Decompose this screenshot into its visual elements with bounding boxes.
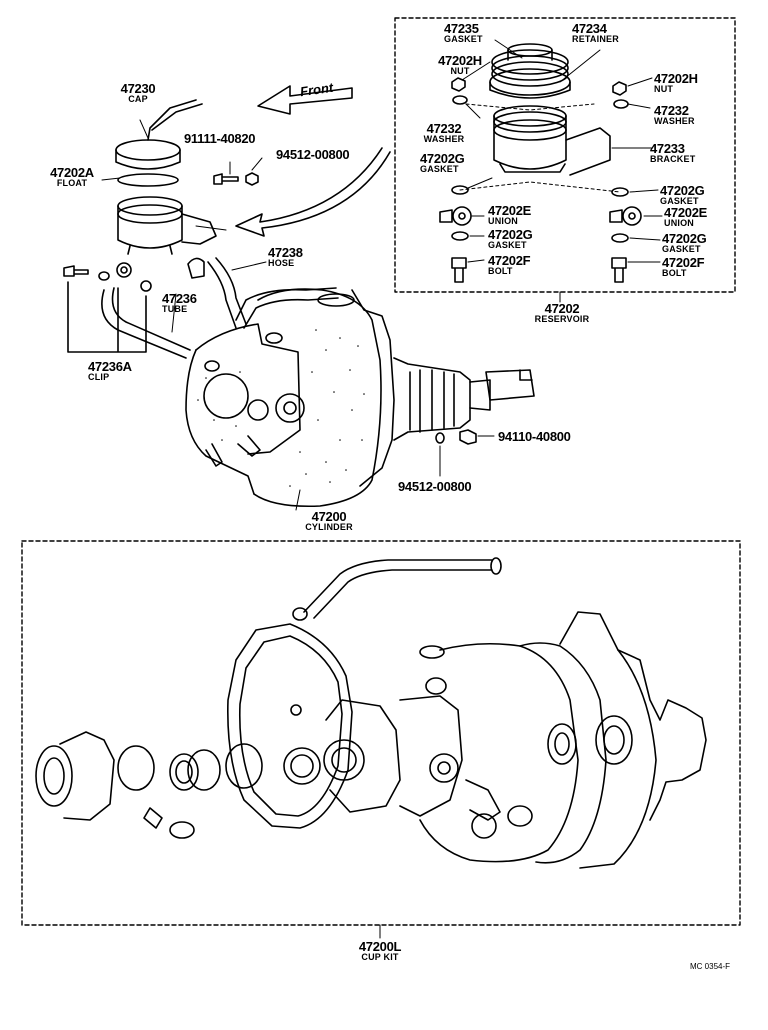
part-name: WASHER (423, 134, 465, 144)
part-name: TUBE (162, 304, 188, 314)
callout-47200: 47200 CYLINDER (296, 510, 362, 532)
part-number: 47202H (438, 53, 482, 68)
part-name: GASKET (444, 34, 483, 44)
front-arrow (257, 85, 353, 115)
part-number: 47202 (544, 301, 580, 316)
callout-47202G-right-1: 47202G GASKET (660, 183, 705, 206)
part-name: GASKET (488, 240, 527, 250)
part-number: 47235 (444, 21, 479, 36)
callout-47202G-left-2: 47202G GASKET (488, 227, 533, 250)
part-number: 47200L (358, 939, 402, 954)
callout-91111-40820: 91111-40820 (184, 131, 256, 146)
part-number: 47202G (420, 151, 465, 166)
callout-47232-left: 47232 WASHER (420, 122, 468, 144)
part-number: 47202E (664, 205, 708, 220)
part-name: WASHER (654, 116, 695, 126)
clips-tube (63, 257, 205, 359)
part-name: RETAINER (572, 34, 619, 44)
callout-47202E-left: 47202E UNION (488, 204, 531, 226)
callout-47232-right: 47232 WASHER (654, 104, 695, 126)
part-name: GASKET (662, 244, 701, 254)
part-number: 47238 (268, 245, 303, 260)
part-name: CYLINDER (305, 522, 353, 532)
part-number: 47236A (88, 359, 132, 374)
part-name: UNION (488, 216, 518, 226)
part-number: 47236 (162, 291, 197, 306)
part-number: 47202E (488, 203, 532, 218)
booster-leaders (101, 119, 495, 511)
part-number: 47230 (120, 81, 156, 96)
part-number: 47200 (311, 509, 347, 524)
part-number: 47233 (650, 141, 685, 156)
part-name: CUP KIT (361, 952, 399, 962)
part-number: 47202A (50, 165, 94, 180)
callout-47202A: 47202A FLOAT (44, 166, 100, 188)
part-number: 47202F (488, 253, 531, 268)
booster-nuts (435, 429, 477, 445)
part-number: 47232 (426, 121, 462, 136)
part-number: 47232 (654, 103, 689, 118)
cup-kit-parts (35, 557, 707, 869)
callout-47238: 47238 HOSE (268, 246, 303, 268)
retainer-assembly (489, 43, 571, 99)
cap-assembly (115, 99, 217, 255)
reservoir-kit-box (394, 17, 736, 293)
callout-47230: 47230 CAP (112, 82, 164, 104)
hose-47238 (207, 257, 339, 329)
part-name: CLIP (88, 372, 110, 382)
booster-stipple (197, 329, 365, 487)
callout-47202F-right: 47202F BOLT (662, 255, 705, 278)
part-number: 47202G (660, 183, 705, 198)
part-name: UNION (664, 218, 694, 228)
drawing-code: MC 0354-F (690, 962, 731, 971)
callout-94110-40800: 94110-40800 (498, 429, 571, 444)
reservoir-body (493, 105, 611, 176)
callout-47236: 47236 TUBE (162, 292, 197, 314)
callout-94512-00800-bottom: 94512-00800 (398, 479, 472, 494)
part-name: RESERVOIR (534, 314, 590, 324)
part-name: FLOAT (56, 178, 88, 188)
callout-47202H-left: 47202H NUT (430, 54, 490, 76)
part-name: CAP (128, 94, 148, 104)
part-name: BRACKET (650, 154, 696, 164)
callout-47202E-right: 47202E UNION (664, 206, 707, 228)
part-name: BOLT (662, 268, 687, 278)
callout-47233: 47233 BRACKET (650, 142, 695, 164)
part-name: GASKET (420, 164, 459, 174)
part-name: NUT (450, 66, 470, 76)
reservoir-leaders (459, 39, 663, 263)
callout-94512-00800-top: 94512-00800 (276, 147, 350, 162)
callout-47202-reservoir: 47202 RESERVOIR (530, 302, 594, 324)
reservoir-hardware (439, 77, 642, 283)
part-name: NUT (654, 84, 674, 94)
part-number: 47202H (654, 71, 698, 86)
callout-47235: 47235 GASKET (444, 22, 483, 44)
part-number: 47202G (662, 231, 707, 246)
callout-47200L: 47200L CUP KIT (350, 940, 410, 962)
part-name: GASKET (660, 196, 699, 206)
callout-47236A: 47236A CLIP (88, 360, 132, 382)
part-number: 47202F (662, 255, 705, 270)
part-number: 47202G (488, 227, 533, 242)
bolt-91111 (213, 172, 259, 186)
curved-arrow (235, 147, 391, 237)
callout-47202G-right-2: 47202G GASKET (662, 231, 707, 254)
part-name: BOLT (488, 266, 513, 276)
callout-47202G-left: 47202G GASKET (420, 151, 465, 174)
callout-47202H-right: 47202H NUT (654, 72, 698, 94)
part-number: 47234 (572, 21, 607, 36)
callout-47202F-left: 47202F BOLT (488, 253, 531, 276)
callout-47234: 47234 RETAINER (572, 22, 619, 44)
part-name: HOSE (268, 258, 295, 268)
cup-kit-box (21, 540, 741, 926)
brake-booster (185, 288, 535, 508)
